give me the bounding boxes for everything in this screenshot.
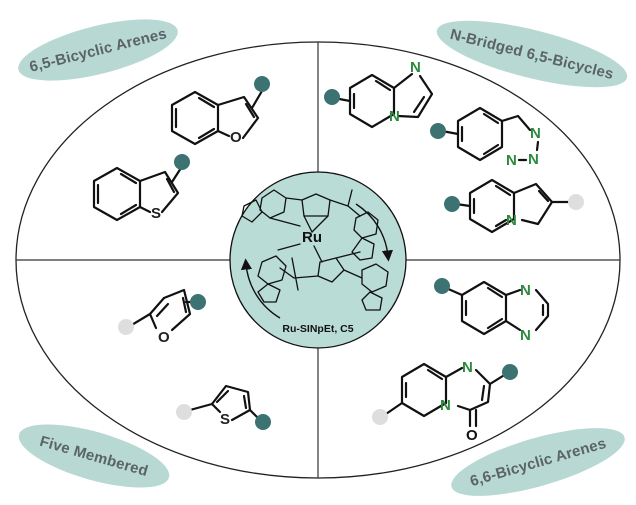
grey-dot <box>176 404 192 420</box>
catalyst-metal: Ru <box>302 229 322 246</box>
pyridopyrimidinone-oxygen: O <box>466 427 478 444</box>
teal-dot <box>434 278 450 294</box>
grey-dot <box>118 319 134 335</box>
benzofuran-oxygen: O <box>230 129 242 146</box>
teal-dot <box>324 89 340 105</box>
grey-dot <box>568 194 584 210</box>
imidazopyridine-n1: N <box>410 59 421 76</box>
imidazopyridine-n2: N <box>389 108 400 125</box>
quinoxaline-n1: N <box>520 282 531 299</box>
triazolopyridine-n1: N <box>530 125 541 142</box>
triazolopyridine-n3: N <box>506 152 517 169</box>
catalyst: Ru Ru-SINpEt, C5 <box>229 171 407 349</box>
furan-structure: O <box>118 288 206 346</box>
grey-dot <box>372 409 388 425</box>
thiophene-structure: S <box>176 384 271 430</box>
pyridopyrimidinone-structure: N N O <box>372 359 518 444</box>
pyridopyrimidinone-n2: N <box>440 397 451 414</box>
benzofuran-structure: O <box>170 76 270 146</box>
benzothiophene-sulfur: S <box>151 205 161 222</box>
furan-oxygen: O <box>158 329 170 346</box>
pyridopyrimidinone-n1: N <box>462 359 473 376</box>
teal-dot <box>190 294 206 310</box>
triazolopyridine-n2: N <box>528 151 539 168</box>
thiophene-sulfur: S <box>220 411 230 428</box>
quinoxaline-structure: N N <box>434 278 550 344</box>
label-bottom-left: Five Membered <box>18 424 170 488</box>
teal-dot <box>174 154 190 170</box>
quinoxaline-n2: N <box>520 327 531 344</box>
teal-dot <box>255 414 271 430</box>
indolizine-nitrogen: N <box>506 212 517 229</box>
triazolopyridine-structure: N N N <box>430 106 541 169</box>
teal-dot <box>444 196 460 212</box>
catalyst-name: Ru-SINpEt, C5 <box>282 323 353 335</box>
catalyst-circle <box>229 171 407 349</box>
benzothiophene-structure: S <box>92 154 190 222</box>
label-top-left: 6,5-Bicyclic Arenes <box>18 19 178 81</box>
indolizine-structure: N <box>444 178 584 234</box>
imidazopyridine-structure: N N <box>324 59 434 129</box>
teal-dot <box>430 123 446 139</box>
label-top-right: N-Bridged 6,5-Bicycles <box>436 20 628 88</box>
teal-dot <box>502 364 518 380</box>
teal-dot <box>254 76 270 92</box>
